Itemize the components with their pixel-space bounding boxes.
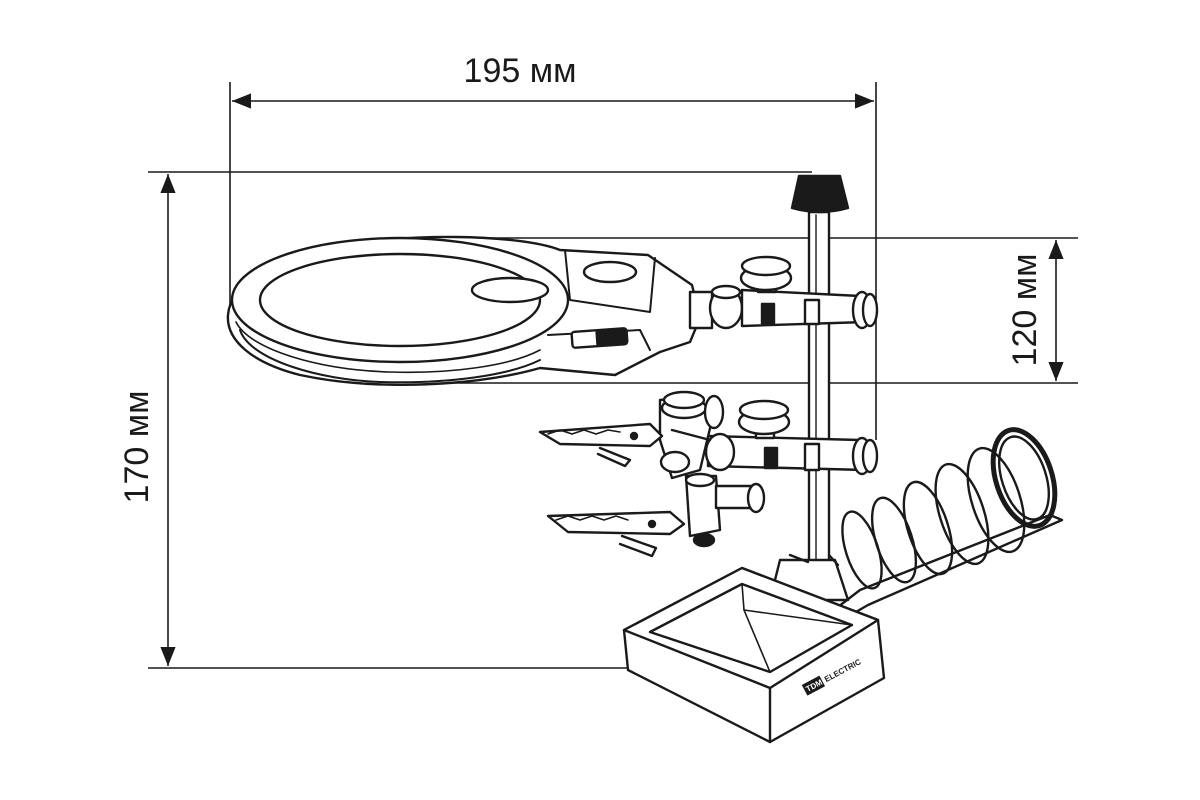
base-tray <box>622 553 886 744</box>
dimension-width <box>229 82 877 440</box>
height-label: 170 мм <box>118 391 156 504</box>
lens-height-label: 120 мм <box>1006 254 1044 367</box>
small-lens <box>470 276 550 304</box>
rod-cap <box>790 174 850 214</box>
clip-arm-upper <box>658 390 725 480</box>
spiral-coil-4 <box>934 462 990 566</box>
magnifier-window <box>582 260 638 284</box>
alligator-clip-upper <box>538 422 664 468</box>
spiral-coil-2 <box>870 496 918 584</box>
brand-box <box>801 675 826 696</box>
alligator-clip-lower <box>546 510 686 558</box>
vertical-rod <box>807 210 831 564</box>
clip-arm-lower <box>684 472 766 548</box>
dimension-lens-height <box>400 237 1078 384</box>
lower-clamp <box>704 399 879 476</box>
magnifier-lens <box>258 252 542 348</box>
magnifier-arm-connector <box>688 284 868 330</box>
spiral-coil-5 <box>966 446 1026 554</box>
width-label: 195 мм <box>464 52 577 90</box>
magnifier <box>226 235 702 386</box>
spiral-coil-3 <box>902 480 954 576</box>
dimension-height <box>148 171 812 669</box>
helping-hands-device: TDM ELECTRIC <box>226 174 1064 744</box>
upper-thumbscrew <box>739 255 793 294</box>
upper-side-knob <box>851 290 879 330</box>
spiral-top-ring <box>990 427 1058 529</box>
